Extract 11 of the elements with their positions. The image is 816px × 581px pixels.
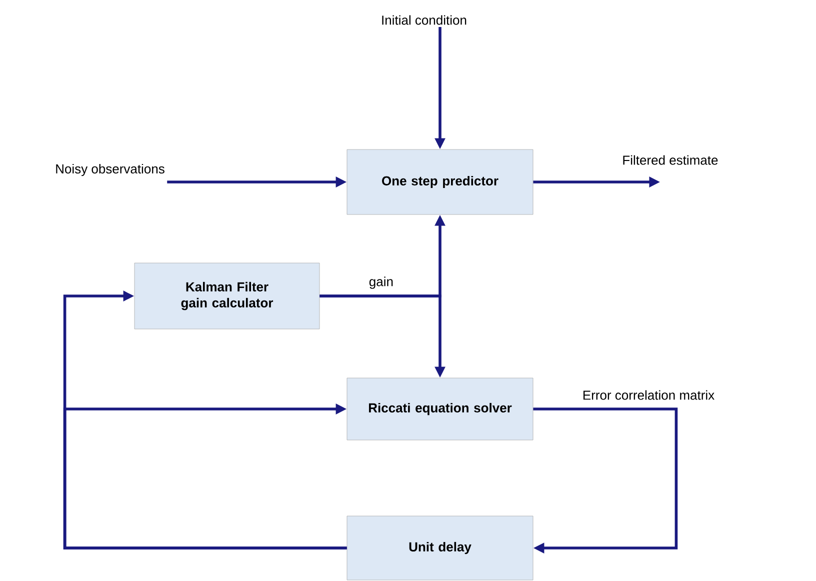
edge-label: Filtered estimate bbox=[621, 154, 720, 166]
edge-label: gain bbox=[368, 276, 394, 290]
process-box: Kalman Filter gain calculator bbox=[134, 262, 320, 330]
arrow bbox=[63, 404, 347, 550]
input-label: Noisy observations bbox=[56, 164, 164, 176]
process-box: Unit delay bbox=[346, 516, 534, 580]
input-label: Initial condition bbox=[382, 15, 466, 25]
arrow bbox=[533, 408, 678, 554]
process-box: Riccati equation solver bbox=[346, 378, 534, 440]
edge-label: Error correlation matrix bbox=[581, 389, 716, 401]
process-box: One step predictor bbox=[346, 149, 534, 215]
